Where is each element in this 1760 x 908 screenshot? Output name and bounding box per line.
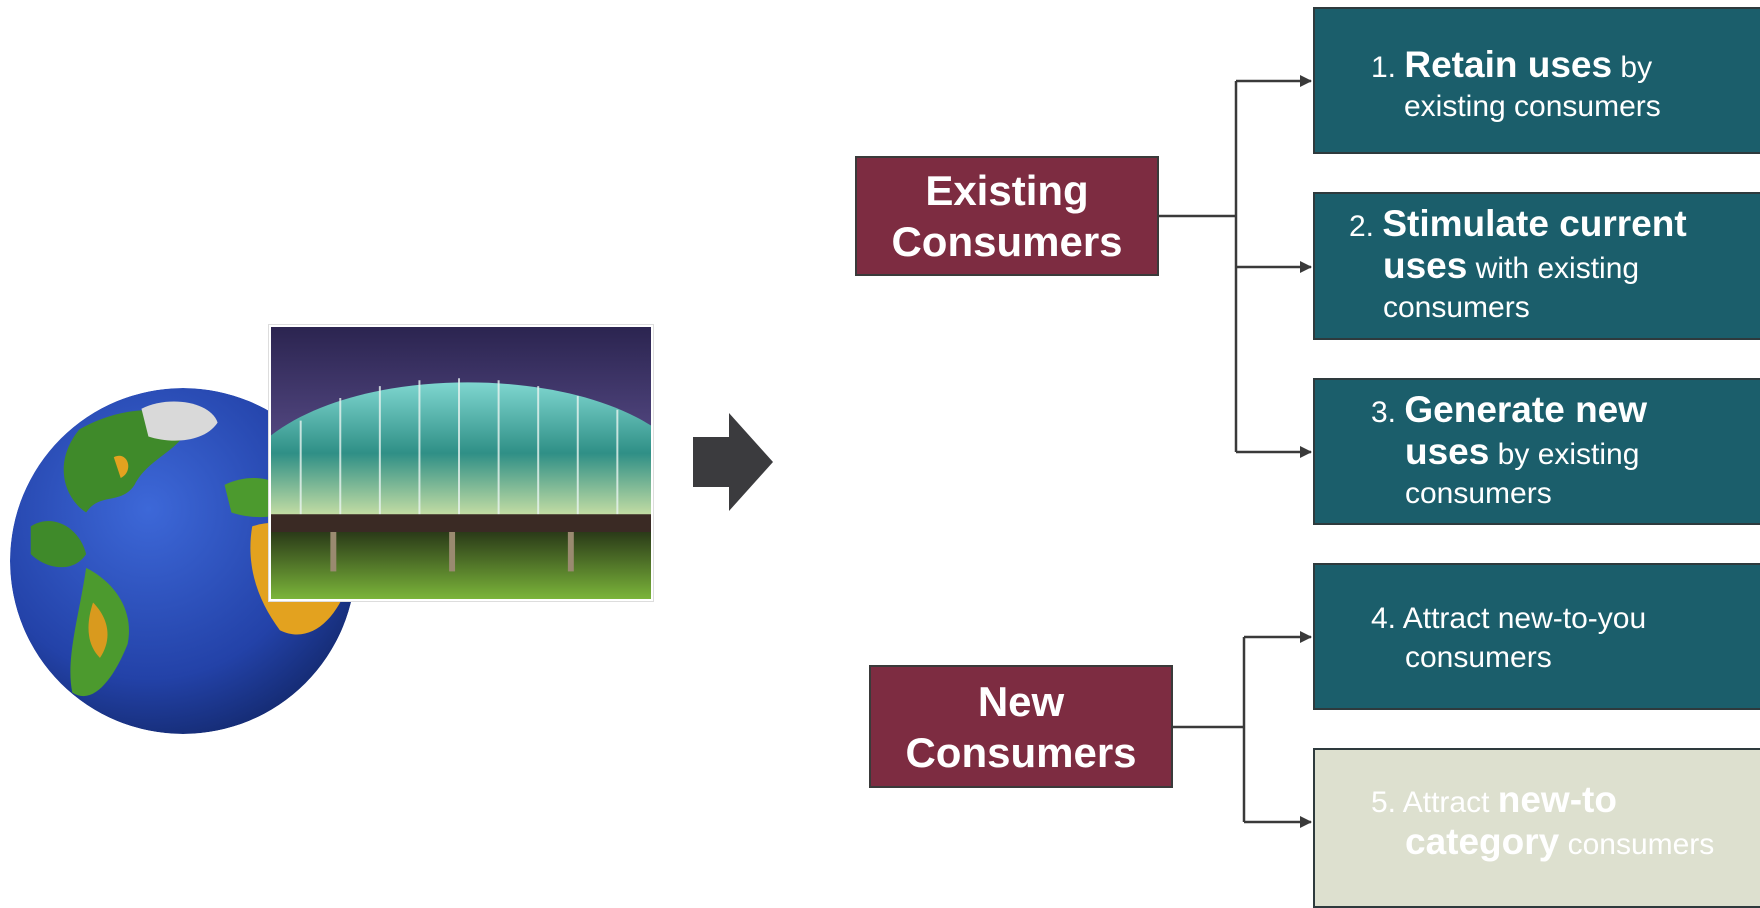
strategy-3-rest: by existing bbox=[1489, 438, 1640, 471]
strategy-2-line3: consumers bbox=[1383, 291, 1530, 324]
strategy-box-4: 4. Attract new-to-you consumers bbox=[1313, 563, 1760, 710]
strategy-4-line2: consumers bbox=[1405, 641, 1552, 674]
existing-consumers-box: Existing Consumers bbox=[855, 156, 1159, 276]
new-consumers-line2: Consumers bbox=[905, 728, 1137, 776]
existing-consumers-line1: Existing bbox=[925, 167, 1089, 214]
strategy-3-number: 3. bbox=[1371, 396, 1397, 429]
strategy-3-line3: consumers bbox=[1405, 477, 1552, 510]
strategy-box-5: 5. Attract new-to category consumers bbox=[1313, 748, 1760, 908]
strategy-5-rest: consumers bbox=[1559, 828, 1715, 861]
strategy-box-1: 1. Retain uses by existing consumers bbox=[1313, 7, 1760, 154]
strategy-2-bold2: uses bbox=[1383, 245, 1468, 286]
strategy-5-pre: Attract bbox=[1402, 786, 1498, 819]
airport-terminal-photo bbox=[269, 325, 653, 601]
strategy-box-3: 3. Generate new uses by existing consume… bbox=[1313, 378, 1760, 525]
new-consumers-line1: New bbox=[977, 677, 1065, 725]
strategy-1-number: 1. bbox=[1371, 51, 1397, 84]
right-arrow-icon bbox=[693, 413, 773, 511]
strategy-box-2: 2. Stimulate current uses with existing … bbox=[1313, 192, 1760, 340]
strategy-5-number: 5. bbox=[1371, 786, 1397, 819]
strategy-2-rest: with existing bbox=[1467, 252, 1640, 285]
strategy-2-bold1: Stimulate current bbox=[1382, 203, 1687, 244]
new-consumers-box: New Consumers bbox=[869, 665, 1173, 788]
strategy-1-bold: Retain uses bbox=[1404, 44, 1613, 85]
strategy-4-number: 4. bbox=[1371, 602, 1397, 635]
strategy-4-line1: Attract new-to-you bbox=[1402, 602, 1647, 635]
existing-consumers-line2: Consumers bbox=[891, 218, 1123, 265]
strategy-1-line2: existing consumers bbox=[1404, 90, 1661, 123]
strategy-5-bold2: category bbox=[1405, 821, 1560, 862]
strategy-2-number: 2. bbox=[1349, 210, 1375, 243]
strategy-5-bold1: new-to bbox=[1497, 779, 1617, 820]
strategy-1-rest: by bbox=[1612, 51, 1653, 84]
strategy-3-bold1: Generate new bbox=[1404, 389, 1648, 430]
strategy-3-bold2: uses bbox=[1405, 431, 1490, 472]
